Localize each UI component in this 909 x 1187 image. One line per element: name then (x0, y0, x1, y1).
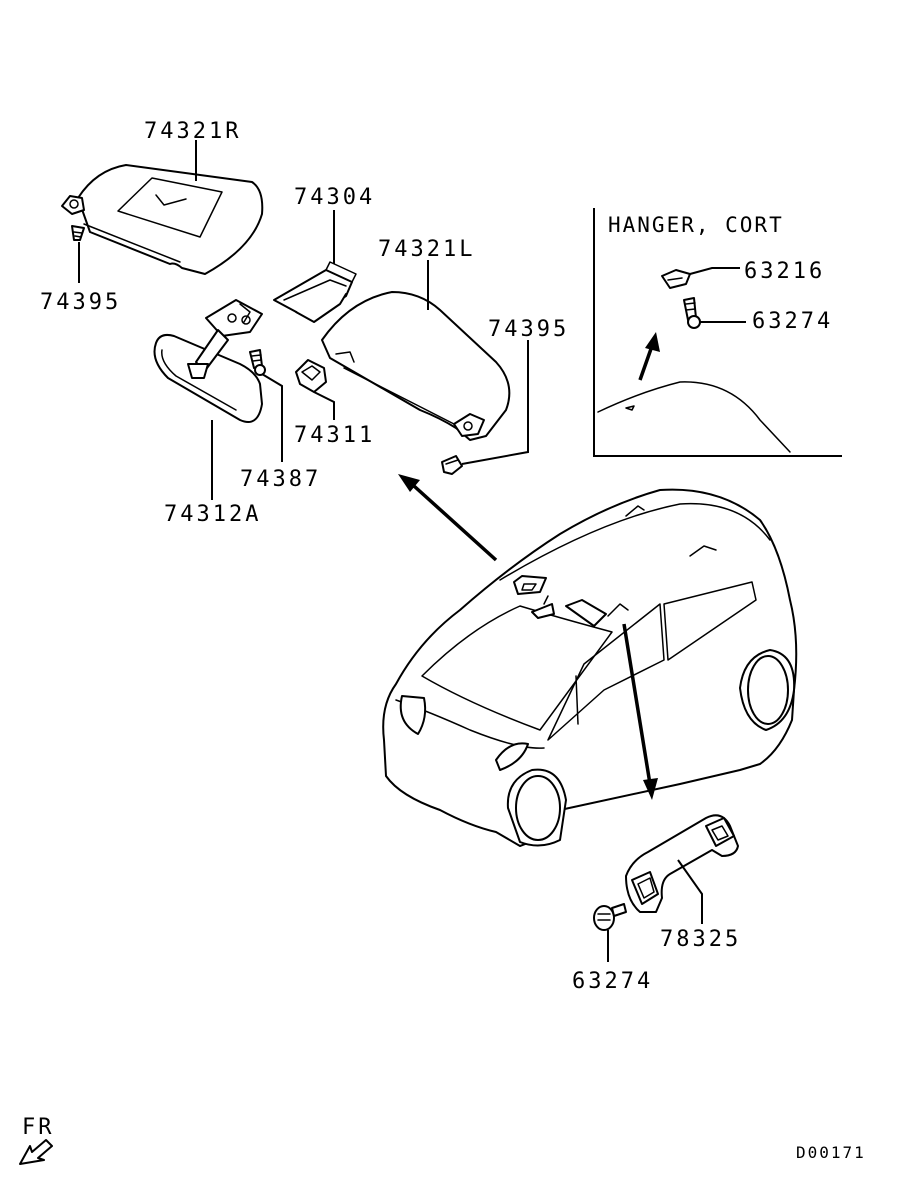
inset-title: HANGER, CORT (608, 213, 784, 237)
label-74321l: 74321L (378, 237, 475, 262)
front-arrow-icon (19, 1139, 53, 1165)
assist-grip (625, 814, 739, 913)
diagram-code: D00171 (796, 1143, 866, 1162)
label-78325: 78325 (660, 927, 741, 952)
label-74311: 74311 (294, 423, 375, 448)
vehicle-outline (382, 488, 798, 847)
sun-visor-left (321, 291, 511, 441)
arrow-to-visor-parts (398, 474, 498, 562)
label-74312a: 74312A (164, 502, 261, 527)
sun-visor-right (61, 164, 264, 275)
mirror-screw (249, 349, 266, 376)
inside-mirror (153, 299, 263, 423)
label-74395-left: 74395 (488, 317, 569, 342)
label-74321r: 74321R (144, 119, 241, 144)
arrow-to-grip (622, 623, 658, 800)
inset-box: HANGER, CORT 63216 63274 (593, 208, 842, 457)
holder (273, 261, 357, 323)
leader-74311 (313, 391, 335, 420)
front-label: FR (22, 1115, 55, 1140)
label-74387: 74387 (240, 467, 321, 492)
screw-right (71, 225, 85, 241)
leader-74395-left (461, 340, 529, 465)
label-63274-inset: 63274 (752, 309, 833, 334)
grip-screw (593, 903, 627, 931)
hook (295, 359, 327, 393)
label-63274: 63274 (572, 969, 653, 994)
leader-74387 (261, 373, 283, 462)
leader-78325 (677, 859, 703, 924)
screw-left (441, 455, 463, 475)
label-63216: 63216 (744, 259, 825, 284)
label-74304: 74304 (294, 185, 375, 210)
label-74395-right: 74395 (40, 290, 121, 315)
front-direction-indicator: FR (19, 1115, 55, 1165)
